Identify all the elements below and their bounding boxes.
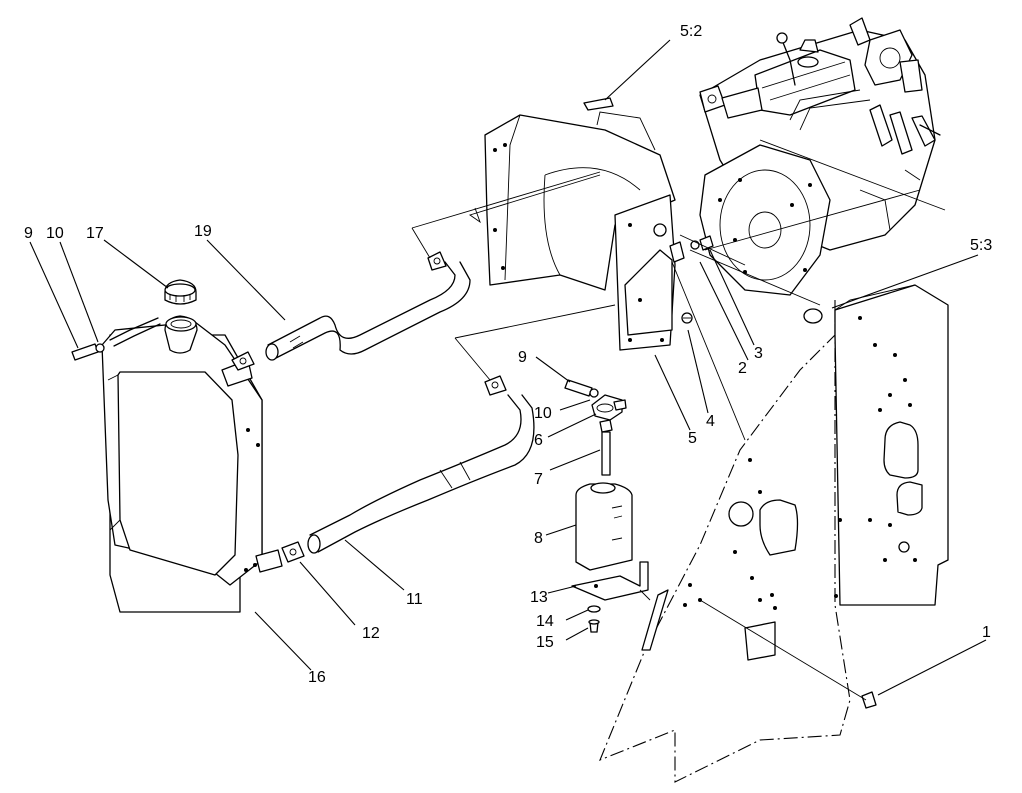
callout-15: 15 bbox=[536, 634, 554, 651]
panel-holes bbox=[834, 316, 917, 598]
callout-14: 14 bbox=[536, 613, 554, 630]
callout-3: 3 bbox=[754, 345, 763, 362]
callout-10-left: 10 bbox=[46, 225, 64, 242]
radiator-cap bbox=[164, 279, 197, 305]
callout-17: 17 bbox=[86, 225, 104, 242]
lower-hose bbox=[281, 375, 535, 563]
callout-8: 8 bbox=[534, 530, 543, 547]
assembly-lines bbox=[411, 139, 946, 701]
callout-7: 7 bbox=[534, 471, 543, 488]
hardware-small bbox=[669, 235, 714, 324]
callout-4: 4 bbox=[706, 413, 715, 430]
callout-12: 12 bbox=[362, 625, 380, 642]
side-panel bbox=[598, 284, 949, 783]
bolt bbox=[861, 691, 877, 709]
callout-1: 1 bbox=[982, 624, 991, 641]
callout-6: 6 bbox=[534, 432, 543, 449]
callout-19: 19 bbox=[194, 223, 212, 240]
fan-shroud bbox=[484, 97, 676, 351]
callout-2: 2 bbox=[738, 360, 747, 377]
callout-5-2: 5:2 bbox=[680, 23, 702, 40]
callout-labels: 5:2 5:3 1 9 10 17 19 3 2 4 5 9 10 6 7 8 … bbox=[24, 23, 992, 686]
overflow-hose-left bbox=[71, 343, 105, 361]
callout-10-right: 10 bbox=[534, 405, 552, 422]
callout-5: 5 bbox=[688, 430, 697, 447]
upper-hose bbox=[231, 251, 471, 371]
callout-5-3: 5:3 bbox=[970, 237, 992, 254]
callout-11: 11 bbox=[406, 591, 423, 608]
overflow-bottle bbox=[564, 379, 649, 633]
leader-lines bbox=[29, 39, 987, 696]
callout-9-left: 9 bbox=[24, 225, 33, 242]
callout-9-right: 9 bbox=[518, 349, 527, 366]
callout-13: 13 bbox=[530, 589, 548, 606]
engine bbox=[699, 17, 941, 296]
callout-16: 16 bbox=[308, 669, 326, 686]
radiator bbox=[101, 315, 283, 613]
